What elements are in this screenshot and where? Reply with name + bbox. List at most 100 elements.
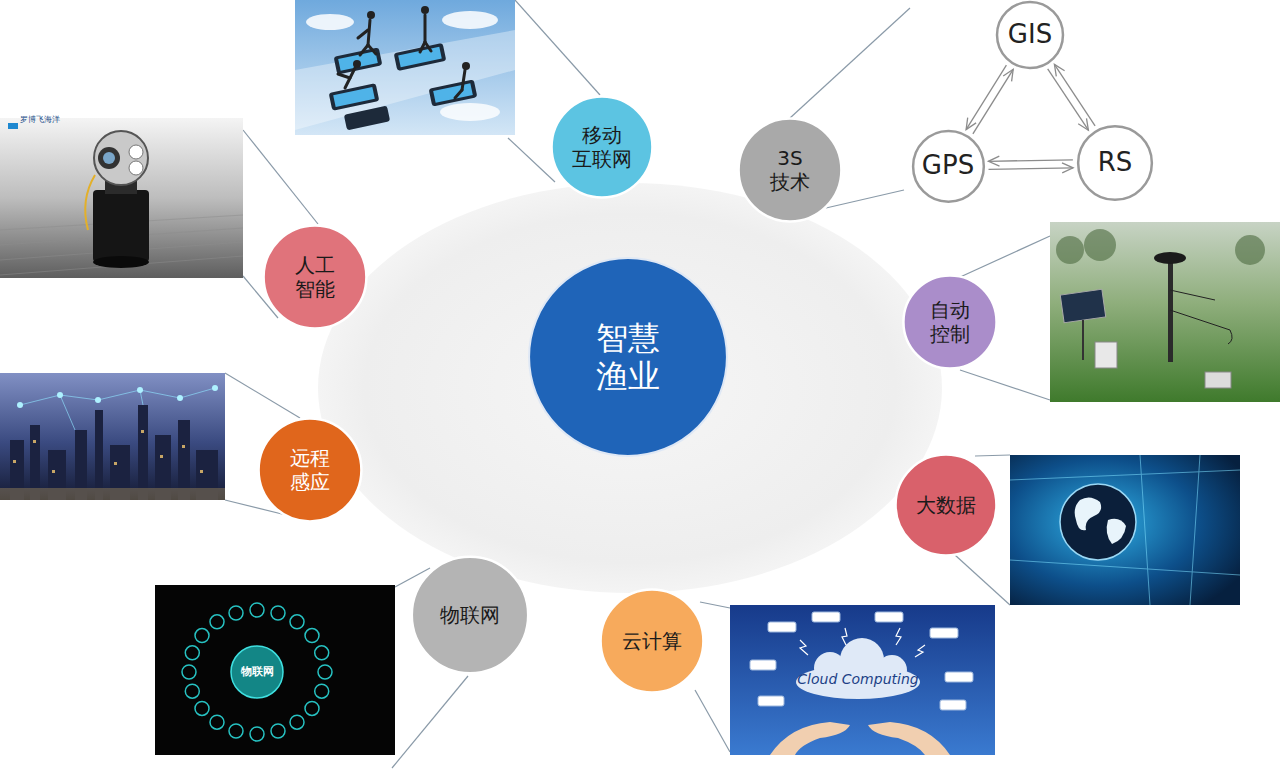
- iot-icon: [229, 724, 243, 738]
- mobile-internet-picture-part-part: [421, 6, 429, 14]
- iot-icon: [195, 629, 209, 643]
- weather-station-picture-part: [1170, 290, 1232, 344]
- weather-station-picture-part-part: [1235, 235, 1265, 265]
- weather-station-picture-part: [1056, 229, 1265, 265]
- leader-lines-part: [243, 130, 318, 224]
- city-network-picture-part-part: [137, 387, 143, 393]
- weather-station-picture-part-part: [1084, 229, 1116, 261]
- big-data-globe-picture-part-part: [1140, 455, 1150, 605]
- cloud-computing-picture-part-part: [945, 672, 973, 682]
- node-label: 人工 智能: [289, 253, 341, 301]
- mobile-internet-picture-part-part: [358, 30, 368, 38]
- text-stack: 云计算: [622, 629, 682, 653]
- text-stack: GPS: [922, 150, 974, 181]
- iot-icon: [210, 715, 224, 729]
- double-arrow-line: [1054, 64, 1095, 125]
- node-label: 云计算: [622, 629, 682, 653]
- weather-station-picture-part: [1060, 289, 1105, 323]
- city-network-picture-part-part: [114, 462, 117, 465]
- node-label: 移动 互联网: [571, 123, 633, 171]
- leader-lines-part: [700, 602, 730, 608]
- leader-lines-part: [826, 190, 904, 208]
- leader-lines-part: [790, 8, 910, 118]
- iot-icon: [315, 684, 329, 698]
- node-label: GPS: [922, 150, 974, 181]
- city-network-picture-part-part: [0, 488, 225, 500]
- city-network-picture-part: [10, 405, 218, 500]
- rs-circle: RS: [1077, 125, 1153, 201]
- mobile-internet-picture-part-part: [455, 90, 462, 98]
- mobile-internet-picture-part-part: [329, 83, 380, 111]
- ai-robot-picture-part-part: [0, 256, 243, 275]
- image-caption: 物联网: [241, 666, 274, 678]
- ai-robot-picture-part: [0, 118, 243, 278]
- double-arrow-line: [989, 163, 1074, 173]
- iot-icon: [210, 615, 224, 629]
- mobile-internet-picture-part: [440, 103, 500, 121]
- node-label: 大数据: [916, 493, 976, 517]
- arrow-head: [988, 156, 999, 166]
- mobile-internet-picture-part: [295, 30, 515, 130]
- background-ellipse: [318, 183, 942, 593]
- node-label: RS: [1098, 147, 1133, 178]
- logo-text: 罗博飞海洋: [20, 116, 60, 125]
- mobile-internet-picture-part-part: [425, 42, 431, 51]
- mobile-internet-picture-part: [306, 14, 354, 30]
- big-data-globe-picture-part: [1075, 497, 1101, 530]
- city-network-picture-part-part: [52, 470, 55, 473]
- iot-icon: [271, 724, 285, 738]
- iot-icon: [182, 665, 196, 679]
- mobile-internet-picture-part-part: [338, 74, 350, 78]
- text-stack: 移动 互联网: [571, 123, 633, 171]
- city-network-picture-part-part: [200, 470, 203, 473]
- topic-circle: 人工 智能: [262, 224, 368, 330]
- double-arrow-line: [966, 65, 1006, 130]
- cloud-computing-picture-part-part: [750, 660, 776, 670]
- node-label: 3S 技术: [764, 146, 816, 194]
- node-label: GIS: [1008, 19, 1052, 50]
- weather-station-picture-part-part: [1056, 236, 1084, 264]
- iot-icon: [185, 646, 199, 660]
- arrow-head: [1062, 163, 1073, 173]
- weather-station-picture-part: [1095, 342, 1117, 368]
- mobile-internet-picture-part-part: [338, 51, 378, 71]
- mobile-internet-picture-part-part: [462, 70, 465, 90]
- circle-fill: [552, 97, 653, 198]
- text-stack: 自动 控制: [924, 298, 976, 346]
- iot-icon: [271, 606, 285, 620]
- cloud-computing-picture-part-part: [800, 640, 808, 655]
- city-network-picture: [0, 373, 225, 500]
- iot-ring-picture-part: [182, 603, 332, 741]
- cloud-computing-picture-part-part: [758, 696, 784, 706]
- connector-line: [1048, 69, 1089, 130]
- connector-line: [988, 160, 1073, 162]
- weather-station-picture-part: [1154, 252, 1186, 264]
- iot-icon: [318, 665, 332, 679]
- gis-circle: GIS: [996, 1, 1064, 69]
- iot-ring-picture-part: [155, 585, 395, 755]
- mobile-internet-picture-part-part: [429, 79, 478, 106]
- weather-station-picture-part: [1082, 320, 1084, 360]
- cloud-computing-picture-part: [730, 605, 995, 755]
- cloud-computing-picture-part-part: [915, 645, 925, 657]
- circle-fill: [529, 258, 727, 456]
- arrow-head: [966, 118, 976, 130]
- cloud-computing-picture-part-part: [842, 628, 847, 645]
- cloud-computing-picture-part-part: [940, 700, 966, 710]
- circle-fill: [601, 590, 704, 693]
- city-network-picture-part-part: [212, 385, 218, 391]
- text-stack: 物联网: [440, 603, 500, 627]
- mobile-internet-picture-part-part: [333, 87, 375, 107]
- city-network-picture-part-part: [13, 460, 16, 463]
- text-stack: 远程 感应: [284, 446, 336, 494]
- circle-fill: [997, 2, 1063, 68]
- leader-lines-part: [975, 455, 1010, 456]
- big-data-globe-picture-part: [1010, 455, 1240, 605]
- iot-icon: [185, 684, 199, 698]
- topic-circle: 3S 技术: [737, 117, 843, 223]
- cloud-computing-picture-part-part: [896, 628, 901, 645]
- mobile-internet-picture-part: [333, 47, 473, 107]
- text-stack: 3S 技术: [764, 146, 816, 194]
- mobile-internet-picture-part: [329, 43, 478, 130]
